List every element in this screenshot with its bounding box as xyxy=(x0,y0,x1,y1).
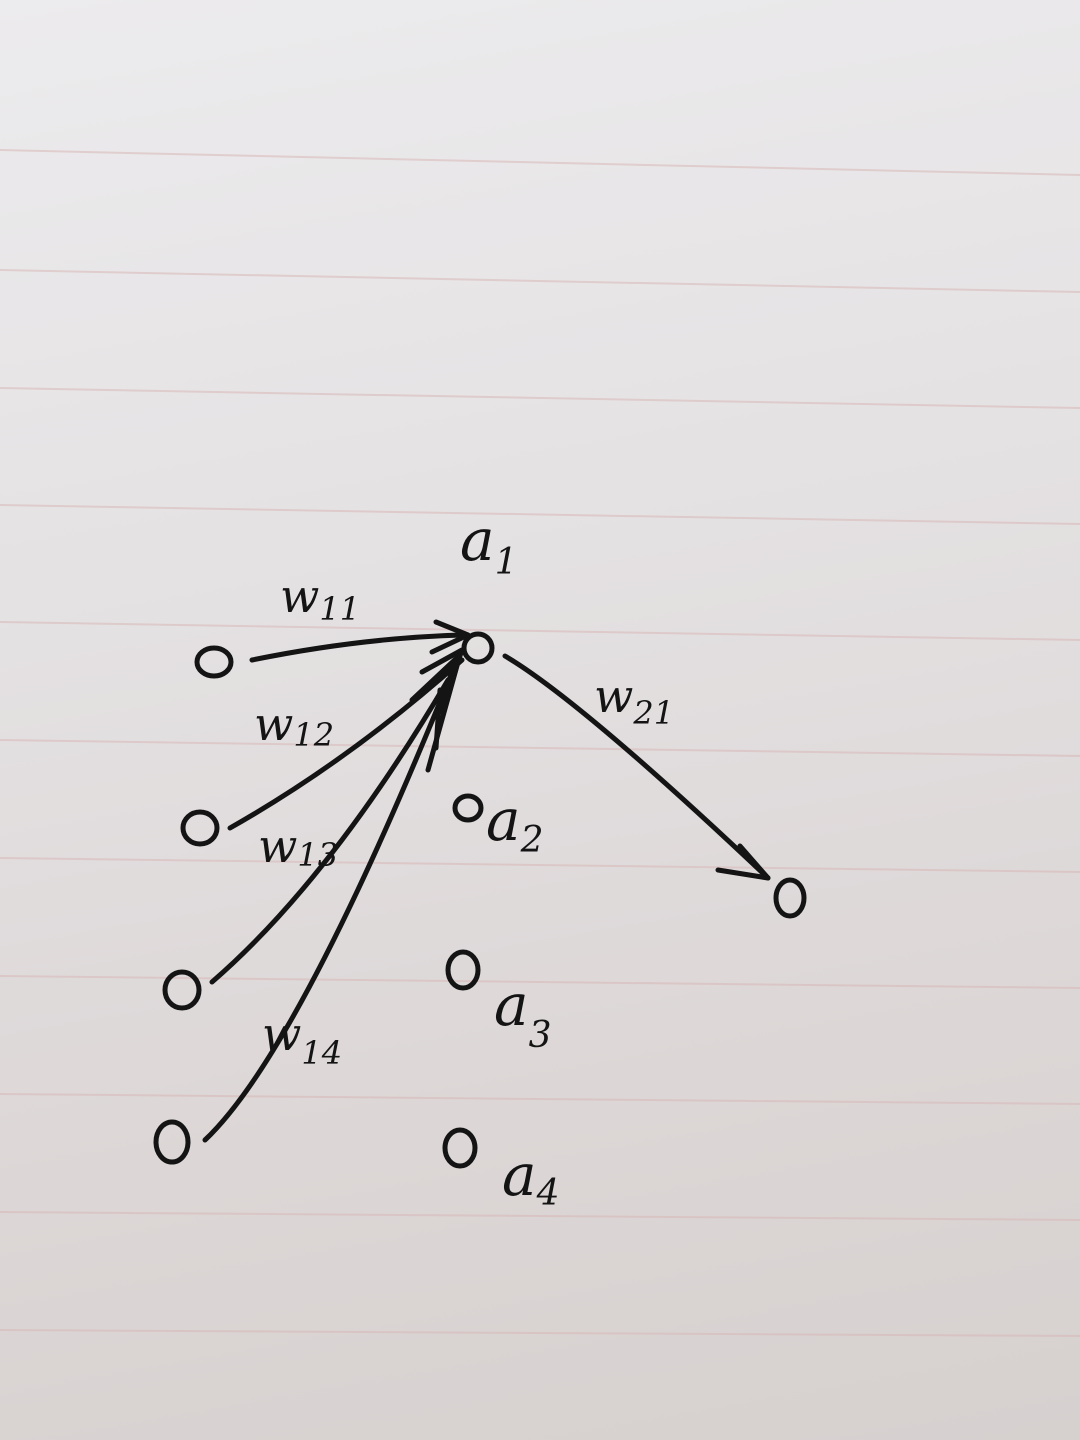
hidden-node-a3 xyxy=(445,949,481,991)
label-w11: w11 xyxy=(280,569,360,628)
label-w13: w13 xyxy=(258,819,338,874)
ruled-line xyxy=(0,621,1080,641)
edge-w11 xyxy=(249,632,465,663)
hidden-node-a1 xyxy=(461,631,495,665)
ruled-line xyxy=(0,1211,1080,1221)
ruled-line xyxy=(0,504,1080,525)
input-node-3 xyxy=(162,969,202,1011)
ruled-line xyxy=(0,387,1080,409)
label-w21: w21 xyxy=(594,669,674,732)
ruled-line xyxy=(0,1093,1080,1105)
ruled-line xyxy=(0,739,1080,757)
label-a1: a1 xyxy=(460,506,518,583)
label-w12: w12 xyxy=(254,697,334,754)
ruled-line xyxy=(0,269,1080,293)
label-a3: a3 xyxy=(494,971,552,1056)
hidden-node-a2 xyxy=(452,793,484,823)
edge-w13 xyxy=(209,677,451,985)
label-a4: a4 xyxy=(502,1141,560,1214)
ruled-line xyxy=(0,1329,1080,1337)
input-node-4 xyxy=(153,1119,191,1165)
input-node-1 xyxy=(194,645,234,679)
input-node-2 xyxy=(180,809,220,847)
edge-w14 xyxy=(202,662,458,1143)
label-w14: w14 xyxy=(262,1007,342,1072)
hidden-node-a4 xyxy=(442,1127,478,1169)
ruled-line xyxy=(0,149,1080,176)
edge-w12 xyxy=(227,657,465,831)
arrowhead-cluster xyxy=(433,687,443,751)
label-a2: a2 xyxy=(486,786,544,861)
output-node xyxy=(773,877,807,919)
edge-w21 xyxy=(502,653,771,881)
ruled-line xyxy=(0,857,1080,873)
arrowhead-w11 xyxy=(429,619,471,655)
arrowhead-w21 xyxy=(715,843,771,881)
ruled-line xyxy=(0,975,1080,989)
